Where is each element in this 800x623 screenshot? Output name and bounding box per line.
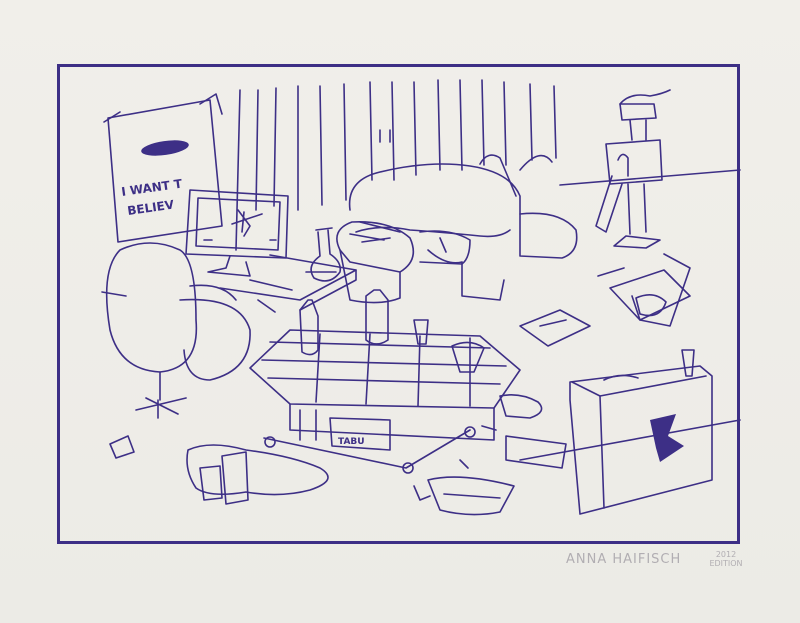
office-chair bbox=[101, 242, 251, 419]
edition-note: 2012 EDITION bbox=[706, 550, 746, 568]
coffee-table: TABU bbox=[249, 329, 521, 474]
print-frame bbox=[57, 64, 740, 544]
trash-debris bbox=[109, 425, 567, 516]
cat-tree bbox=[595, 89, 671, 249]
pizza-boxes bbox=[519, 253, 691, 347]
tabu-box-label: TABU bbox=[338, 437, 365, 447]
canisters bbox=[199, 451, 249, 505]
desk bbox=[219, 254, 357, 313]
curtain bbox=[235, 79, 557, 251]
edition-label: EDITION bbox=[709, 559, 743, 568]
edition-year: 2012 bbox=[715, 550, 737, 559]
cabinet bbox=[569, 349, 713, 515]
bong bbox=[305, 227, 342, 282]
floor-lines bbox=[519, 169, 741, 461]
artist-signature: ANNA HAIFISCH bbox=[566, 552, 682, 567]
bottles bbox=[299, 289, 485, 373]
poster-text-1: I WANT T bbox=[120, 176, 183, 198]
ufo-poster: I WANT T BELIEV bbox=[103, 93, 223, 243]
floor-spill bbox=[186, 394, 543, 496]
person-on-sofa bbox=[355, 226, 511, 253]
poster-text-2: BELIEV bbox=[126, 197, 175, 217]
